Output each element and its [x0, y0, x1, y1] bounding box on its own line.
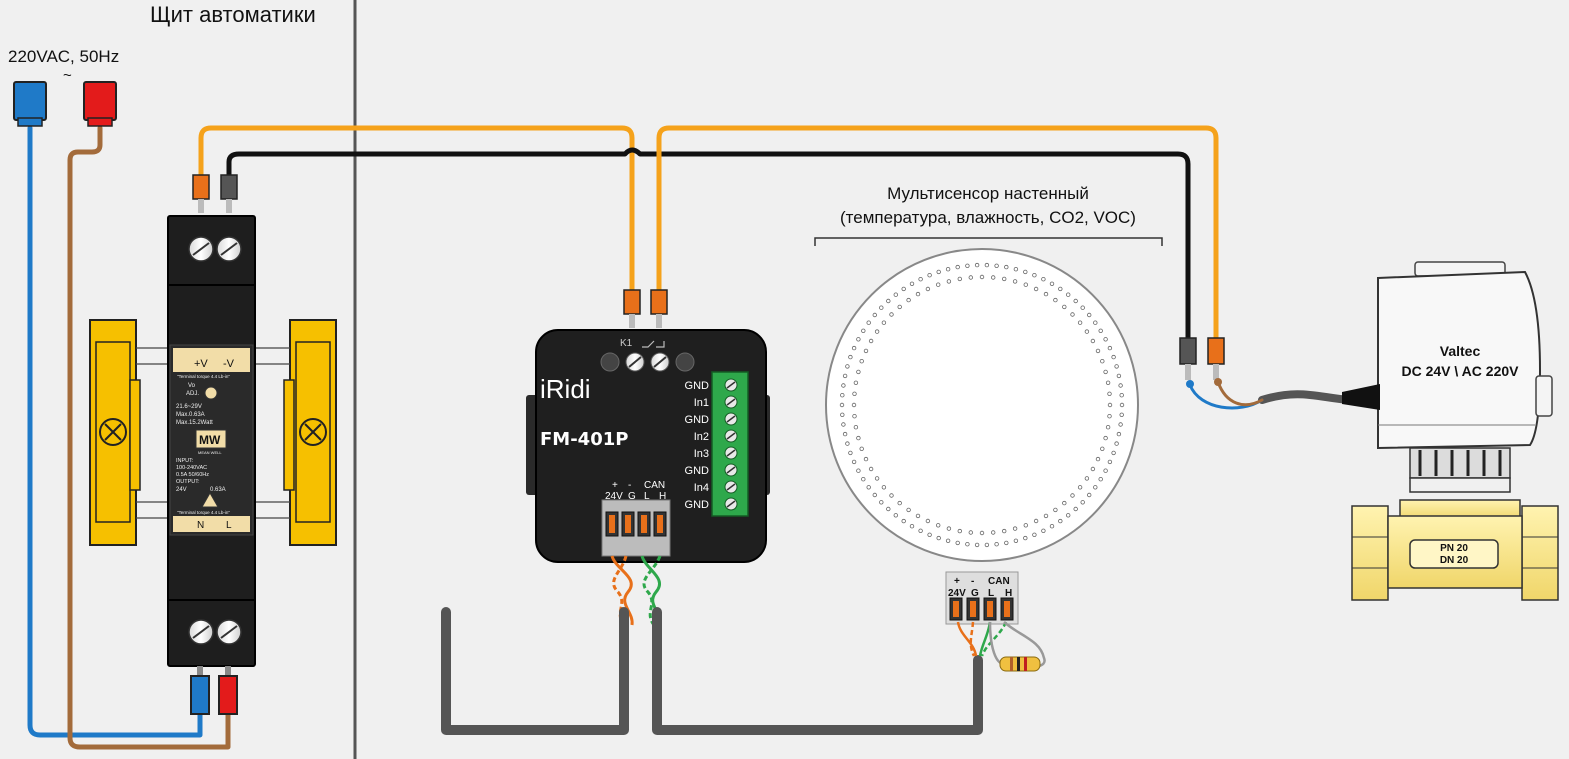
valve-cable-gland — [1342, 384, 1380, 410]
psu-output-2: 24V — [176, 487, 187, 493]
sensor-h: H — [1005, 588, 1012, 599]
sensor-l: L — [988, 588, 994, 599]
mains-symbol: ~ — [63, 67, 72, 84]
psu-trim-pot-icon — [204, 386, 218, 400]
multisensor — [825, 248, 1139, 562]
valve-brand: Valtec — [1440, 343, 1481, 359]
psu-minus-v: -V — [223, 358, 235, 370]
input-terminal-label: In1 — [694, 397, 709, 409]
sensor-connector — [945, 571, 1019, 625]
din-clip-left — [89, 319, 141, 546]
input-terminal-label: GND — [685, 380, 710, 392]
psu-brand-sub: MEAN WELL — [198, 450, 222, 455]
valve-dn: DN 20 — [1440, 555, 1469, 566]
module-plus: + — [612, 480, 618, 491]
psu-torque-top: "Terminal torque 4.4 Lb-in" — [177, 374, 230, 379]
valve-ferrules — [1179, 337, 1225, 388]
module-model: FM-401P — [540, 429, 628, 450]
sensor-can: CAN — [988, 576, 1010, 587]
module-l: L — [644, 491, 650, 502]
psu-vo: Vo — [188, 383, 196, 389]
input-terminal-label: In3 — [694, 448, 709, 460]
termination-resistor-icon — [999, 656, 1041, 672]
module-brand: iRidi — [540, 374, 591, 404]
valve-pn: PN 20 — [1440, 543, 1468, 554]
psu-input-2: 100-240VAC — [176, 465, 207, 471]
module-g: G — [628, 491, 636, 502]
module-24v: 24V — [605, 491, 623, 502]
panel-title: Щит автоматики — [150, 2, 316, 27]
module-power-can-connector — [601, 499, 671, 557]
din-clip-right — [283, 319, 337, 546]
input-terminal-label: GND — [685, 499, 710, 511]
input-terminal-label: In2 — [694, 431, 709, 443]
sensor-title-1: Мультисенсор настенный — [887, 184, 1089, 203]
mains-wires — [27, 125, 231, 750]
bus-cable — [441, 607, 983, 735]
meanwell-logo-icon — [195, 429, 227, 449]
psu-input-1: INPUT: — [176, 458, 194, 464]
module-power-ferrules — [623, 289, 668, 328]
psu-spec-2: Max.0.63A — [176, 412, 205, 418]
psu-warning-icon — [201, 491, 219, 508]
psu-n: N — [197, 520, 204, 531]
phase-cap — [83, 81, 117, 127]
valve-actuator — [1351, 261, 1559, 601]
psu-l: L — [226, 520, 232, 531]
valve-voltage: DC 24V \ AC 220V — [1402, 363, 1520, 379]
module-can: CAN — [644, 480, 665, 491]
sensor-title-2: (температура, влажность, CO2, VOC) — [840, 208, 1136, 227]
input-terminal-label: In4 — [694, 482, 709, 494]
psu-input-connectors — [190, 666, 238, 715]
input-terminal-label: GND — [685, 465, 710, 477]
bus-wires — [198, 125, 1219, 343]
mains-label: 220VAC, 50Hz — [8, 47, 119, 66]
input-terminal-label: GND — [685, 414, 710, 426]
psu-plus-v: +V — [194, 358, 208, 370]
neutral-cap — [13, 81, 47, 127]
valve-cable — [1188, 380, 1354, 410]
psu-output-ferrules — [192, 174, 238, 213]
psu-adj: ADJ. — [186, 391, 199, 397]
psu-spec-1: 21.6~29V — [176, 404, 202, 410]
psu-spec-3: Max.15.2Watt — [176, 420, 213, 426]
relay-label: K1 — [620, 338, 633, 349]
psu-output-1: OUTPUT: — [176, 479, 200, 485]
psu-output-3: 0.63A — [210, 487, 226, 493]
psu-brand: MW — [199, 433, 221, 447]
sensor-title-bracket — [814, 237, 1163, 246]
sensor-plus: + — [954, 576, 960, 587]
sensor-g: G — [971, 588, 979, 599]
module-h: H — [659, 491, 666, 502]
sensor-vent-holes — [839, 262, 1125, 548]
sensor-24v: 24V — [948, 588, 966, 599]
sensor-minus: - — [971, 576, 974, 587]
psu-input-3: 0.5A 50/60Hz — [176, 472, 209, 478]
psu-torque-bottom: "Terminal torque 4.4 Lb-in" — [177, 510, 230, 515]
module-minus: - — [628, 480, 631, 491]
